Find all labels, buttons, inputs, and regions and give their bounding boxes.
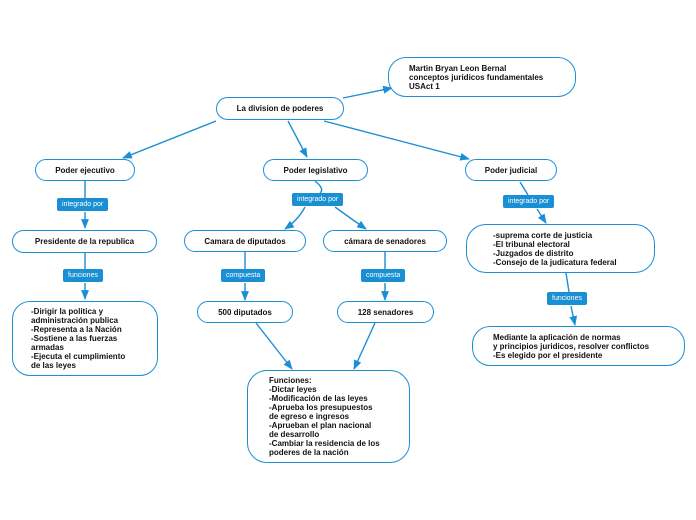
judicial-funciones-node[interactable]: Mediante la aplicación de normas y princ… <box>472 326 685 366</box>
judicial-organos-node[interactable]: -suprema corte de justicia -El tribunal … <box>466 224 655 273</box>
diputados-node[interactable]: Camara de diputados <box>184 230 306 252</box>
num-diputados-label: 500 diputados <box>218 307 272 317</box>
legislativo-label: Poder legislativo <box>283 165 348 175</box>
judicial-integrado-tag[interactable]: integrado por <box>503 195 555 208</box>
judicial-funciones-tag[interactable]: funciones <box>547 292 587 305</box>
senadores-compuesta-tag[interactable]: compuesta <box>361 269 406 282</box>
legislativo-node[interactable]: Poder legislativo <box>263 159 368 181</box>
link-root-legislativo <box>287 120 308 158</box>
presidente-label: Presidente de la republica <box>34 237 135 246</box>
ejecutivo-funciones-tag[interactable]: funciones <box>63 269 103 282</box>
judicial-node[interactable]: Poder judicial <box>465 159 557 181</box>
senadores-node[interactable]: cámara de senadores <box>323 230 447 252</box>
ejecutivo-funciones-label: -Dirigir la politica y administración pu… <box>31 307 126 370</box>
judicial-organos-label: -suprema corte de justicia -El tribunal … <box>493 230 617 267</box>
ejecutivo-node[interactable]: Poder ejecutivo <box>35 159 135 181</box>
link-organos-tag <box>565 272 570 293</box>
root-label: La division de poderes <box>236 104 324 113</box>
link-tag-diputados <box>284 206 306 230</box>
diputados-compuesta-tag[interactable]: compuesta <box>221 269 266 282</box>
ejecutivo-integrado-tag[interactable]: integrado por <box>57 198 109 211</box>
link-judicial-tag <box>519 181 529 196</box>
author-node[interactable]: Martin Bryan Leon Bernal conceptos jurid… <box>388 57 576 97</box>
ejecutivo-label: Poder ejecutivo <box>55 165 115 175</box>
link-tag-organos <box>536 208 547 224</box>
legislativo-funciones-node[interactable]: Funciones: -Dictar leyes -Modificación d… <box>247 370 410 463</box>
legislativo-integrado-tag[interactable]: integrado por <box>292 193 344 206</box>
judicial-funciones-label: Mediante la aplicación de normas y princ… <box>493 332 650 360</box>
legislativo-funciones-label: Funciones: -Dictar leyes -Modificación d… <box>269 376 380 457</box>
link-root-author <box>342 85 393 99</box>
num-senadores-node[interactable]: 128 senadores <box>337 301 434 323</box>
root-node[interactable]: La division de poderes <box>216 97 344 120</box>
num-senadores-label: 128 senadores <box>357 307 414 317</box>
link-500-funciones <box>255 322 293 370</box>
author-label: Martin Bryan Leon Bernal conceptos jurid… <box>409 63 544 91</box>
diputados-label: Camara de diputados <box>204 236 286 246</box>
link-legislativo-tag <box>314 180 323 194</box>
link-tag-senadores <box>334 206 367 230</box>
link-tag-judicial-funciones <box>569 305 578 326</box>
link-root-ejecutivo <box>122 120 217 159</box>
ejecutivo-funciones-node[interactable]: -Dirigir la politica y administración pu… <box>12 301 158 376</box>
num-diputados-node[interactable]: 500 diputados <box>197 301 293 323</box>
link-128-funciones <box>353 322 376 370</box>
judicial-label: Poder judicial <box>484 165 538 175</box>
senadores-label: cámara de senadores <box>344 236 426 246</box>
presidente-node[interactable]: Presidente de la republica <box>12 230 157 253</box>
link-root-judicial <box>323 120 470 161</box>
